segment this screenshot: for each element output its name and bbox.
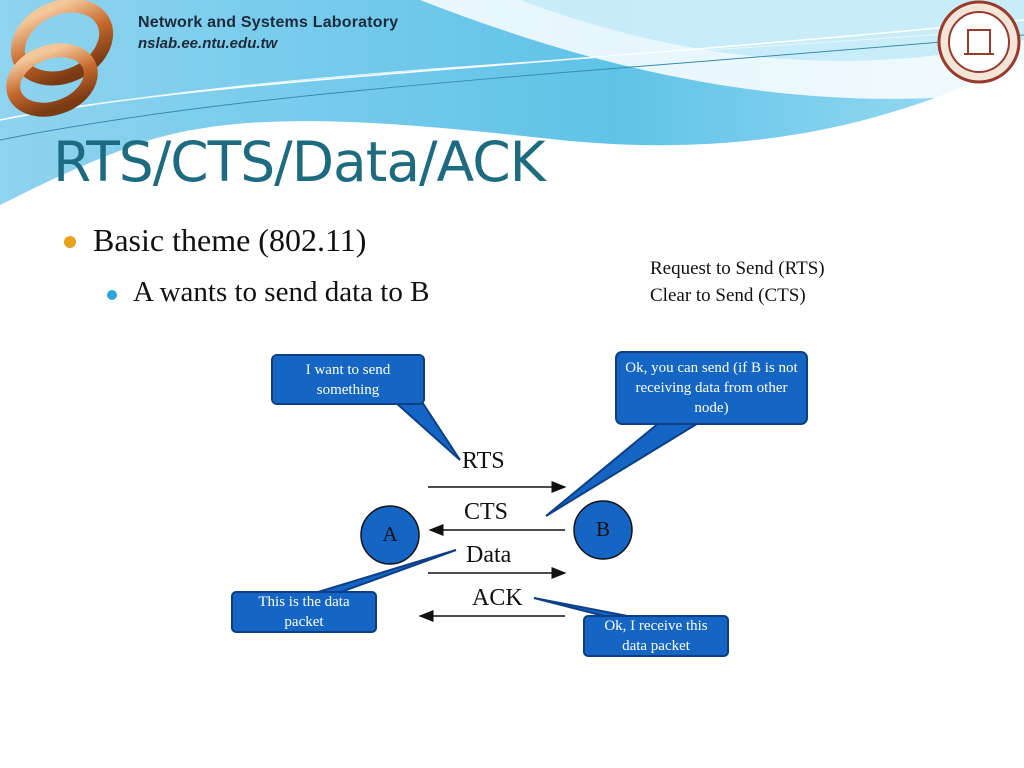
lab-logo <box>6 0 114 117</box>
definition-rts: Request to Send (RTS) <box>650 258 825 279</box>
definitions-block: Request to Send (RTS) Clear to Send (CTS… <box>650 255 825 309</box>
bullet-dot-level2 <box>107 290 117 300</box>
lab-url: nslab.ee.ntu.edu.tw <box>138 35 278 52</box>
callout-b-ack-text: Ok, I receive this data packet <box>604 618 708 654</box>
header-banner <box>0 0 1024 205</box>
label-rts: RTS <box>462 448 505 474</box>
bullet-basic-theme: Basic theme (802.11) <box>93 222 367 258</box>
callout-tail-b-cts <box>545 421 704 517</box>
callout-box-a-rts <box>271 354 425 405</box>
callout-a-rts-text: I want to send something <box>305 361 391 398</box>
label-data: Data <box>466 542 512 568</box>
callout-a-data-text: This is the data packet <box>258 594 350 630</box>
lab-name: Network and Systems Laboratory <box>138 14 399 31</box>
callout-box-b-ack <box>583 615 729 657</box>
callout-box-a-data <box>231 591 377 633</box>
callout-b-cts-text: Ok, you can send (if B is not receiving … <box>625 360 798 416</box>
node-a-label: A <box>382 522 398 546</box>
node-a-circle <box>360 505 420 565</box>
callout-tail-a-rts <box>392 401 461 461</box>
bullet-a-wants-send: A wants to send data to B <box>133 276 430 308</box>
label-ack: ACK <box>472 585 523 611</box>
university-seal <box>937 0 1021 84</box>
slide-title: RTS/CTS/Data/ACK <box>53 130 546 194</box>
label-cts: CTS <box>464 499 509 525</box>
node-b-circle <box>573 500 633 560</box>
definition-cts: Clear to Send (CTS) <box>650 285 806 306</box>
bullet-dot-level1 <box>64 236 76 248</box>
callout-box-b-cts <box>615 351 808 425</box>
node-b-label: B <box>595 517 610 541</box>
